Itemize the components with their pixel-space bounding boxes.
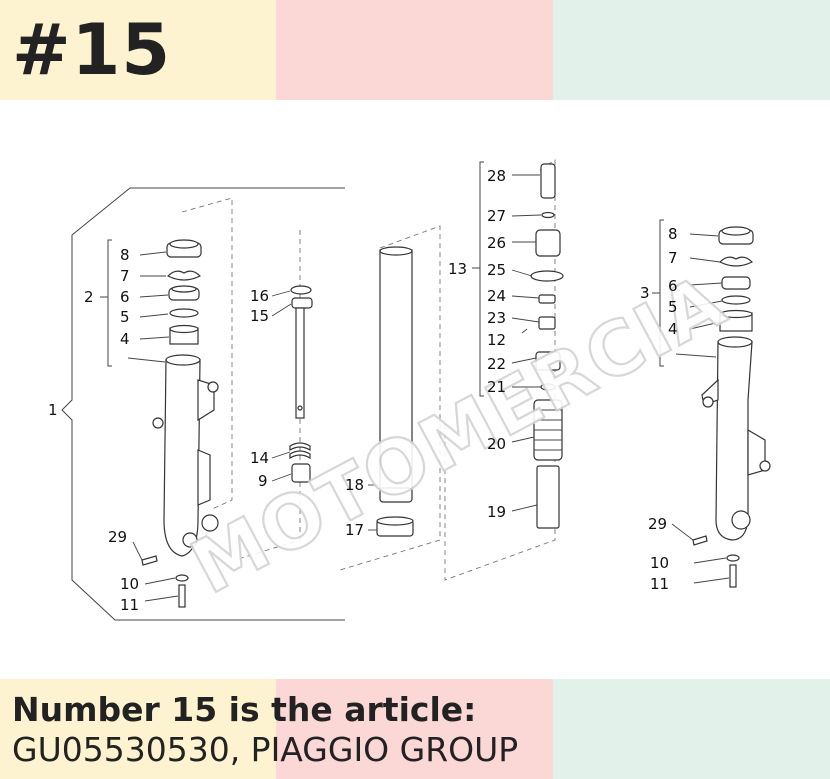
callout-18: 18 [345,476,364,494]
callout-6-right: 6 [668,277,678,295]
oring-27 [541,211,555,219]
group-bracket-2 [107,239,112,367]
clip-left [166,270,202,281]
callout-29-right: 29 [648,515,667,533]
cap-22 [535,351,561,371]
screw-29-left [141,555,158,566]
caption-article: GU05530530, PIAGGIO GROUP [12,730,519,769]
callout-4: 4 [120,330,130,348]
header-band [0,0,830,100]
fork-leg-right [715,341,753,541]
exploded-parts-diagram: MOTOMERCIA 1 2 8 7 6 5 4 29 10 11 16 15 … [48,159,771,621]
callout-23: 23 [487,309,506,327]
washer-left [169,308,199,318]
footer-band-mint [553,679,830,779]
spring-14 [289,442,311,452]
right-fork-leg-group [652,219,771,588]
footer-band-pink [276,679,553,779]
bushing-9 [291,463,311,483]
callout-20: 20 [487,435,506,453]
callout-24: 24 [487,287,506,305]
callout-25: 25 [487,261,506,279]
callout-7-right: 7 [668,249,678,267]
callout-21: 21 [487,378,506,396]
callout-17: 17 [345,521,364,539]
ring-25 [530,270,564,282]
callout-29: 29 [108,528,127,546]
screw-29-right [692,535,708,546]
cartridge-group [444,159,564,581]
pin-12 [521,328,528,334]
callout-labels: 1 2 8 7 6 5 4 29 10 11 16 15 14 9 18 17 … [48,167,678,614]
callout-6: 6 [120,288,130,306]
header-band-pink [276,0,553,100]
callout-7: 7 [120,267,130,285]
callout-8: 8 [120,246,130,264]
header-band-mint [553,0,830,100]
callout-3: 3 [640,284,650,302]
callout-12: 12 [487,331,506,349]
footer-band [0,679,830,779]
callout-1: 1 [48,401,58,419]
callout-5-right: 5 [668,298,678,316]
washer-10-right [726,554,740,562]
callout-28: 28 [487,167,506,185]
ring-16 [290,285,312,295]
callout-27: 27 [487,207,506,225]
damper-rod [295,307,305,419]
callout-10-right: 10 [650,554,669,572]
callout-14: 14 [250,449,269,467]
group-bracket-13 [479,161,484,397]
washer-10-left [175,574,189,582]
plug-26 [535,229,561,257]
clip-right [718,256,754,267]
callout-11-right: 11 [650,575,669,593]
header-band-yellow [0,0,276,100]
left-fork-leg-group [61,187,345,621]
callout-8-right: 8 [668,225,678,243]
screw-11-left [178,584,186,608]
callout-10: 10 [120,575,139,593]
callout-11: 11 [120,596,139,614]
callout-5: 5 [120,308,130,326]
group-bracket-1 [61,187,345,621]
callout-19: 19 [487,503,506,521]
callout-9: 9 [258,472,268,490]
cap-15 [291,297,313,309]
screw-11-right [729,564,737,588]
footer-band-yellow [0,679,276,779]
fork-leg-left [163,359,201,557]
callout-13: 13 [448,260,467,278]
callout-16: 16 [250,287,269,305]
tube-19 [536,465,560,529]
callout-4-right: 4 [668,320,678,338]
page-number: #15 [12,9,172,91]
damper-rod-group [234,230,313,561]
callout-2: 2 [84,288,94,306]
washer-24 [538,294,556,304]
oil-seal-right [721,276,751,290]
inner-tube-group [339,225,441,571]
callout-15: 15 [250,307,269,325]
callout-26: 26 [487,234,506,252]
washer-right [721,295,751,305]
tube-28 [540,163,556,199]
bushing-23 [538,316,556,330]
caption-title: Number 15 is the article: [12,690,477,729]
callout-22: 22 [487,355,506,373]
